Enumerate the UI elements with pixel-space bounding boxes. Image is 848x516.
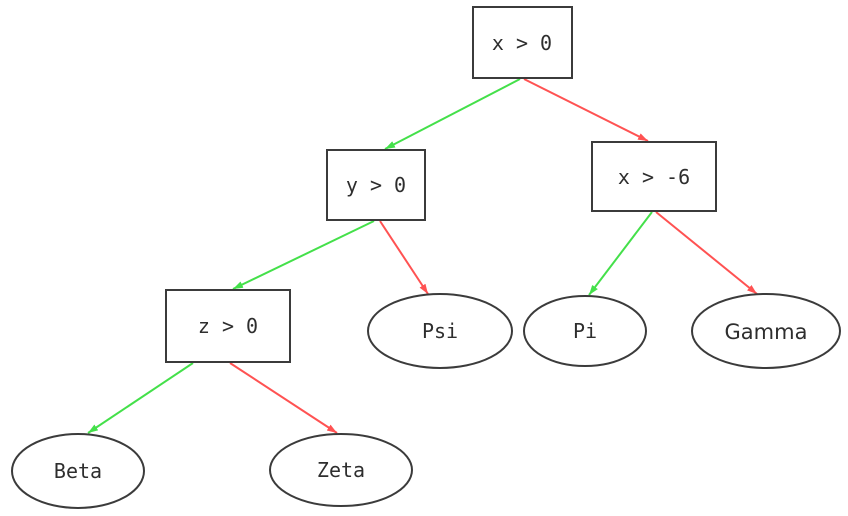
node-beta: Beta [11, 433, 145, 509]
node-zeta: Zeta [269, 433, 413, 507]
node-x-gt-neg6-box [591, 141, 717, 212]
node-x-gt-0-box [472, 6, 573, 79]
node-y-gt-0: y > 0 [326, 149, 426, 221]
node-zeta-ellipse [269, 433, 413, 507]
node-pi-ellipse [523, 295, 647, 367]
node-psi-label: Psi [422, 319, 458, 343]
node-z-gt-0-box [165, 289, 291, 363]
node-x-gt-neg6-label: x > -6 [618, 165, 690, 189]
node-pi: Pi [523, 295, 647, 367]
node-pi-label: Pi [573, 319, 597, 343]
edge-x-gt-neg6-to-gamma [655, 211, 758, 295]
node-x-gt-0-label: x > 0 [492, 31, 552, 55]
node-gamma-label: Gamma [725, 320, 808, 344]
node-psi: Psi [367, 293, 513, 369]
edge-x-gt-neg6-to-pi [588, 211, 653, 296]
node-beta-ellipse [11, 433, 145, 509]
node-beta-label: Beta [54, 459, 102, 483]
node-gamma: Gamma [691, 293, 841, 369]
edge-root-to-x-gt-neg6 [523, 78, 649, 142]
node-y-gt-0-box [326, 149, 426, 221]
node-z-gt-0-label: z > 0 [198, 314, 258, 338]
node-zeta-label: Zeta [317, 458, 365, 482]
node-psi-ellipse [367, 293, 513, 369]
node-z-gt-0: z > 0 [165, 289, 291, 363]
edge-z-gt-0-to-beta [87, 362, 194, 434]
node-x-gt-0: x > 0 [472, 6, 573, 79]
edge-z-gt-0-to-zeta [229, 362, 338, 434]
edge-y-gt-0-to-psi [379, 220, 429, 295]
edge-root-to-y-gt-0 [384, 78, 521, 150]
node-gamma-ellipse [691, 293, 841, 369]
node-y-gt-0-label: y > 0 [346, 173, 406, 197]
edge-y-gt-0-to-z-gt-0 [232, 220, 375, 290]
node-x-gt-neg6: x > -6 [591, 141, 717, 212]
